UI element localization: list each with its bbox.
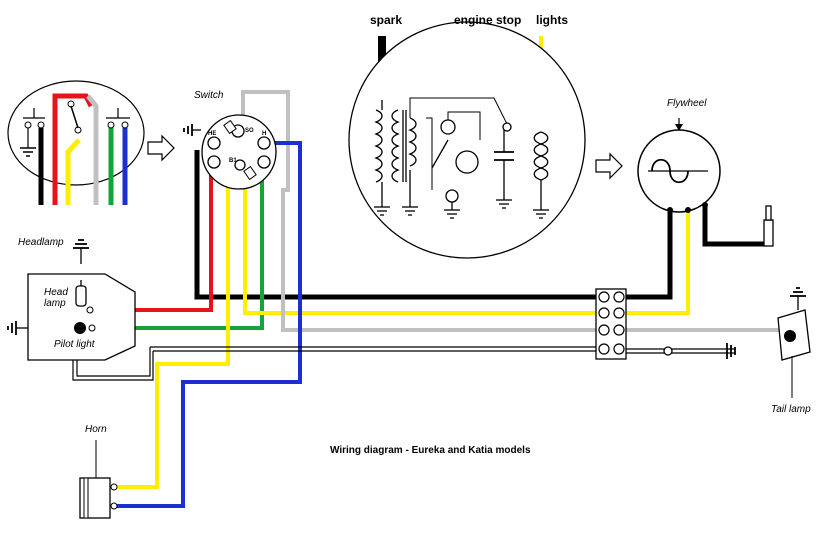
wire-yellow-flywheel — [624, 212, 690, 315]
label-horn: Horn — [85, 424, 107, 435]
ground-connector — [663, 343, 736, 359]
diagram-title: Wiring diagram - Eureka and Katia models — [330, 445, 531, 456]
arrow-right-icon — [595, 152, 623, 180]
switch-terminal-b1: B1 — [229, 158, 237, 164]
label-switch: Switch — [194, 90, 224, 101]
switch-terminal-h: H — [262, 131, 266, 137]
tail-lamp-unit — [777, 287, 811, 398]
label-lights: lights — [536, 13, 568, 27]
terminal-block — [595, 288, 627, 360]
label-spark: spark — [370, 13, 402, 27]
wire-black — [194, 150, 600, 300]
ignition-switch: HE SO H B1 — [183, 114, 277, 190]
magneto-stator — [348, 21, 586, 259]
label-head-lamp-1: Head — [44, 287, 68, 298]
label-flywheel: Flywheel — [667, 98, 707, 109]
wire-green — [93, 160, 264, 330]
wire-flywheel-ht — [702, 205, 768, 247]
label-headlamp: Headlamp — [18, 237, 64, 248]
spark-plug-cap — [763, 205, 774, 247]
flywheel — [637, 118, 721, 213]
switch-terminal-he: HE — [208, 131, 216, 137]
horn-unit — [79, 440, 118, 519]
wire-black-flywheel — [624, 210, 673, 300]
label-pilot-light: Pilot light — [54, 339, 96, 350]
arrow-right-icon — [147, 134, 175, 162]
wire-blue — [114, 141, 302, 508]
switch-position-inset — [7, 80, 145, 205]
headlamp-unit — [7, 239, 136, 361]
label-tail-lamp: Tail lamp — [771, 404, 811, 415]
label-head-lamp-2: lamp — [44, 298, 66, 309]
label-engine-stop: engine stop — [454, 13, 521, 27]
switch-terminal-so: SO — [245, 128, 254, 134]
